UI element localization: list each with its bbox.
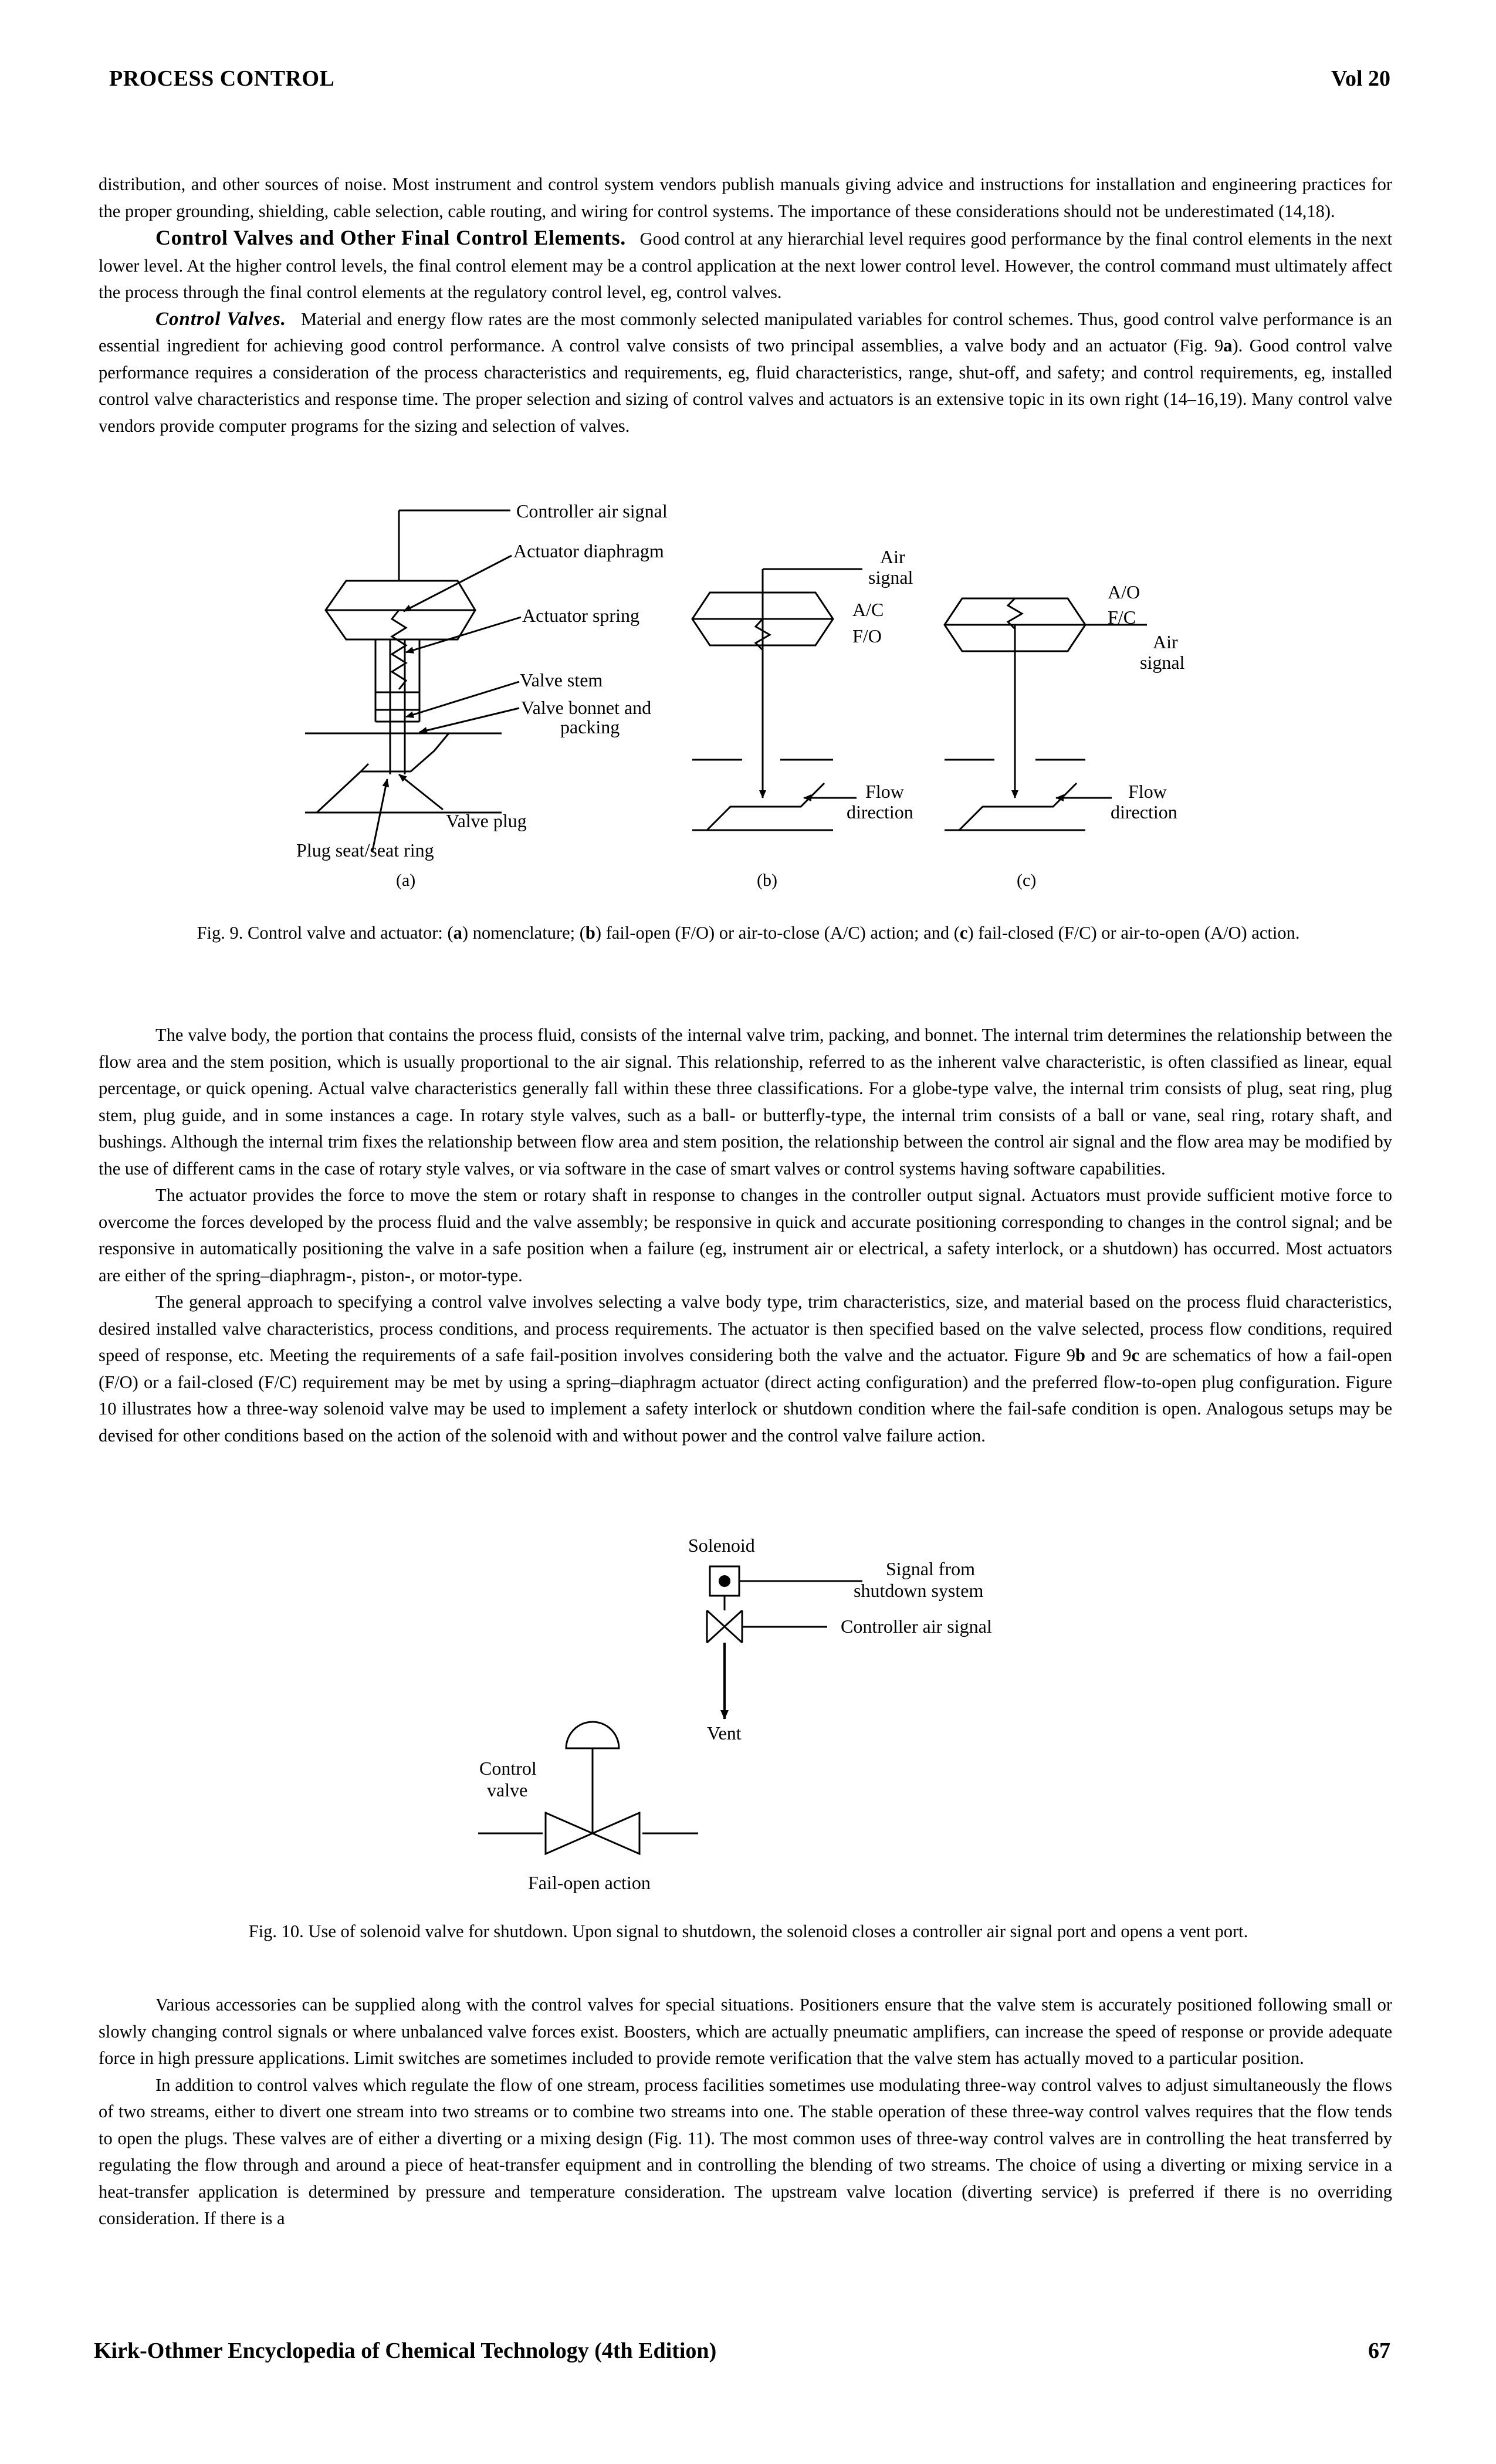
paragraph-accessories: Various accessories can be supplied alon… [99,1995,1392,2068]
caption-text: ) nomenclature; ( [462,923,585,943]
label-packing: packing [560,716,620,737]
paragraph-three-way-valves: In addition to control valves which regu… [99,2074,1392,2229]
figure-9: Controller air signal Actuator diaphragm… [0,499,1496,898]
label-control: Control [479,1758,537,1779]
label-c-air: Air [1153,631,1178,652]
label-c-ao: A/O [1108,581,1140,603]
label-c-flow: Flow [1128,781,1167,802]
label-valve-bonnet: Valve bonnet and [521,697,651,718]
body-text-top: distribution, and other sources of noise… [99,171,1392,439]
section-heading: Control Valves and Other Final Control E… [155,226,626,249]
paragraph-control-valves: Control Valves. Material and energy flow… [99,306,1392,440]
footer-book-title: Kirk-Othmer Encyclopedia of Chemical Tec… [94,2338,717,2363]
label-fail-open-action: Fail-open action [528,1872,651,1893]
label-solenoid: Solenoid [688,1535,755,1556]
label-actuator-diaphragm: Actuator diaphragm [513,540,664,561]
label-valve-stem: Valve stem [520,669,603,691]
figure-9-caption: Fig. 9. Control valve and actuator: (a) … [99,920,1398,947]
label-valve-plug: Valve plug [446,810,527,831]
panel-label-c: (c) [1017,871,1036,890]
label-controller-air-signal: Controller air signal [516,500,668,522]
subsection-text-a: Material and energy flow rates are the m… [99,309,1393,356]
running-header-title: PROCESS CONTROL [109,66,335,91]
figure-10-drawing: Solenoid Signal from shutdown system Con… [478,1535,992,1893]
valve-body-left [544,1811,595,1856]
label-plug-seat: Plug seat/seat ring [296,840,434,861]
figure-ref-a: a [1223,336,1233,356]
valve-body-right [590,1811,641,1856]
figure-10-caption: Fig. 10. Use of solenoid valve for shutd… [248,1921,1248,1941]
body-text-bottom: Various accessories can be supplied alon… [99,1992,1392,2232]
figure-10: Solenoid Signal from shutdown system Con… [0,1525,1496,1913]
caption-text: ) fail-open (F/O) or air-to-close (A/C) … [595,923,960,943]
paragraph-final-control-elements: Control Valves and Other Final Control E… [99,225,1392,306]
paragraph-noise: distribution, and other sources of noise… [99,174,1392,221]
caption-bold-a: a [453,923,462,943]
label-b-fo: F/O [852,625,882,647]
label-valve: valve [487,1779,527,1800]
figure-ref-c: c [1131,1345,1140,1365]
footer-page-number: 67 [1368,2338,1390,2363]
caption-bold-c: c [959,923,968,943]
label-vent: Vent [707,1722,742,1744]
section-text: Good control at any hierarchial level re… [99,229,1392,302]
subsection-heading: Control Valves. [155,308,286,330]
label-b-air: Air [880,546,905,567]
solenoid-dot [719,1575,730,1587]
label-b-signal: signal [868,567,913,588]
paragraph-valve-body: The valve body, the portion that contain… [99,1025,1392,1179]
label-actuator-spring: Actuator spring [522,605,639,626]
paragraph-actuator: The actuator provides the force to move … [99,1185,1392,1285]
label-b-direction: direction [847,801,913,823]
subsection-text-b: ). Good control valve performance requir… [99,336,1392,436]
label-signal-from: Signal from [886,1558,975,1579]
figure-ref-b: b [1075,1345,1085,1365]
label-controller-air: Controller air signal [841,1616,992,1637]
label-b-ac: A/C [852,599,884,620]
caption-text: Fig. 9. Control valve and actuator: ( [197,923,453,943]
caption-bold-b: b [585,923,595,943]
label-c-signal: signal [1140,652,1185,673]
label-c-fc: F/C [1108,607,1136,628]
figure-9-drawing: Controller air signal Actuator diaphragm… [296,500,1185,890]
panel-label-b: (b) [757,871,777,890]
panel-label-a: (a) [396,871,415,890]
caption-text: ) fail-closed (F/C) or air-to-open (A/O)… [967,923,1300,943]
running-header-volume: Vol 20 [1331,66,1390,91]
paragraph-text: are schematics of how a fail-open (F/O) … [99,1345,1392,1446]
label-b-flow: Flow [865,781,904,802]
paragraph-general-approach: The general approach to specifying a con… [99,1289,1392,1449]
body-text-middle: The valve body, the portion that contain… [99,1022,1392,1449]
label-shutdown-system: shutdown system [854,1580,983,1601]
paragraph-text: and 9 [1085,1345,1132,1365]
label-c-direction: direction [1111,801,1177,823]
paragraph-text: The general approach to specifying a con… [99,1292,1392,1365]
actuator-dome [565,1721,620,1749]
